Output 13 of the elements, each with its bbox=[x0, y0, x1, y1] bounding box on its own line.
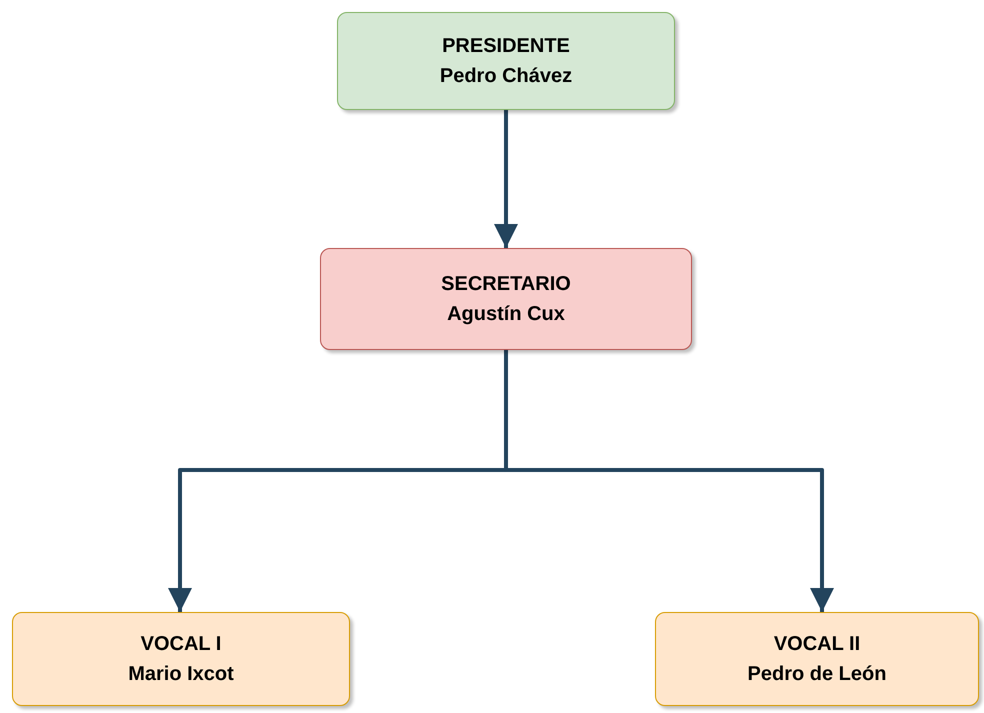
role-box bbox=[655, 612, 979, 706]
person-name: Agustín Cux bbox=[447, 302, 565, 327]
role-box bbox=[337, 12, 675, 110]
role-title: VOCAL II bbox=[774, 632, 860, 657]
role-box bbox=[320, 248, 692, 350]
role-title: VOCAL I bbox=[140, 632, 222, 657]
role-box bbox=[12, 612, 350, 706]
role-title: SECRETARIO bbox=[441, 272, 571, 297]
person-name: Mario Ixcot bbox=[128, 662, 234, 687]
connector-arrow bbox=[494, 110, 518, 248]
person-name: Pedro de León bbox=[748, 662, 886, 687]
person-name: Pedro Chávez bbox=[440, 64, 572, 89]
role-title: PRESIDENTE bbox=[442, 34, 570, 59]
